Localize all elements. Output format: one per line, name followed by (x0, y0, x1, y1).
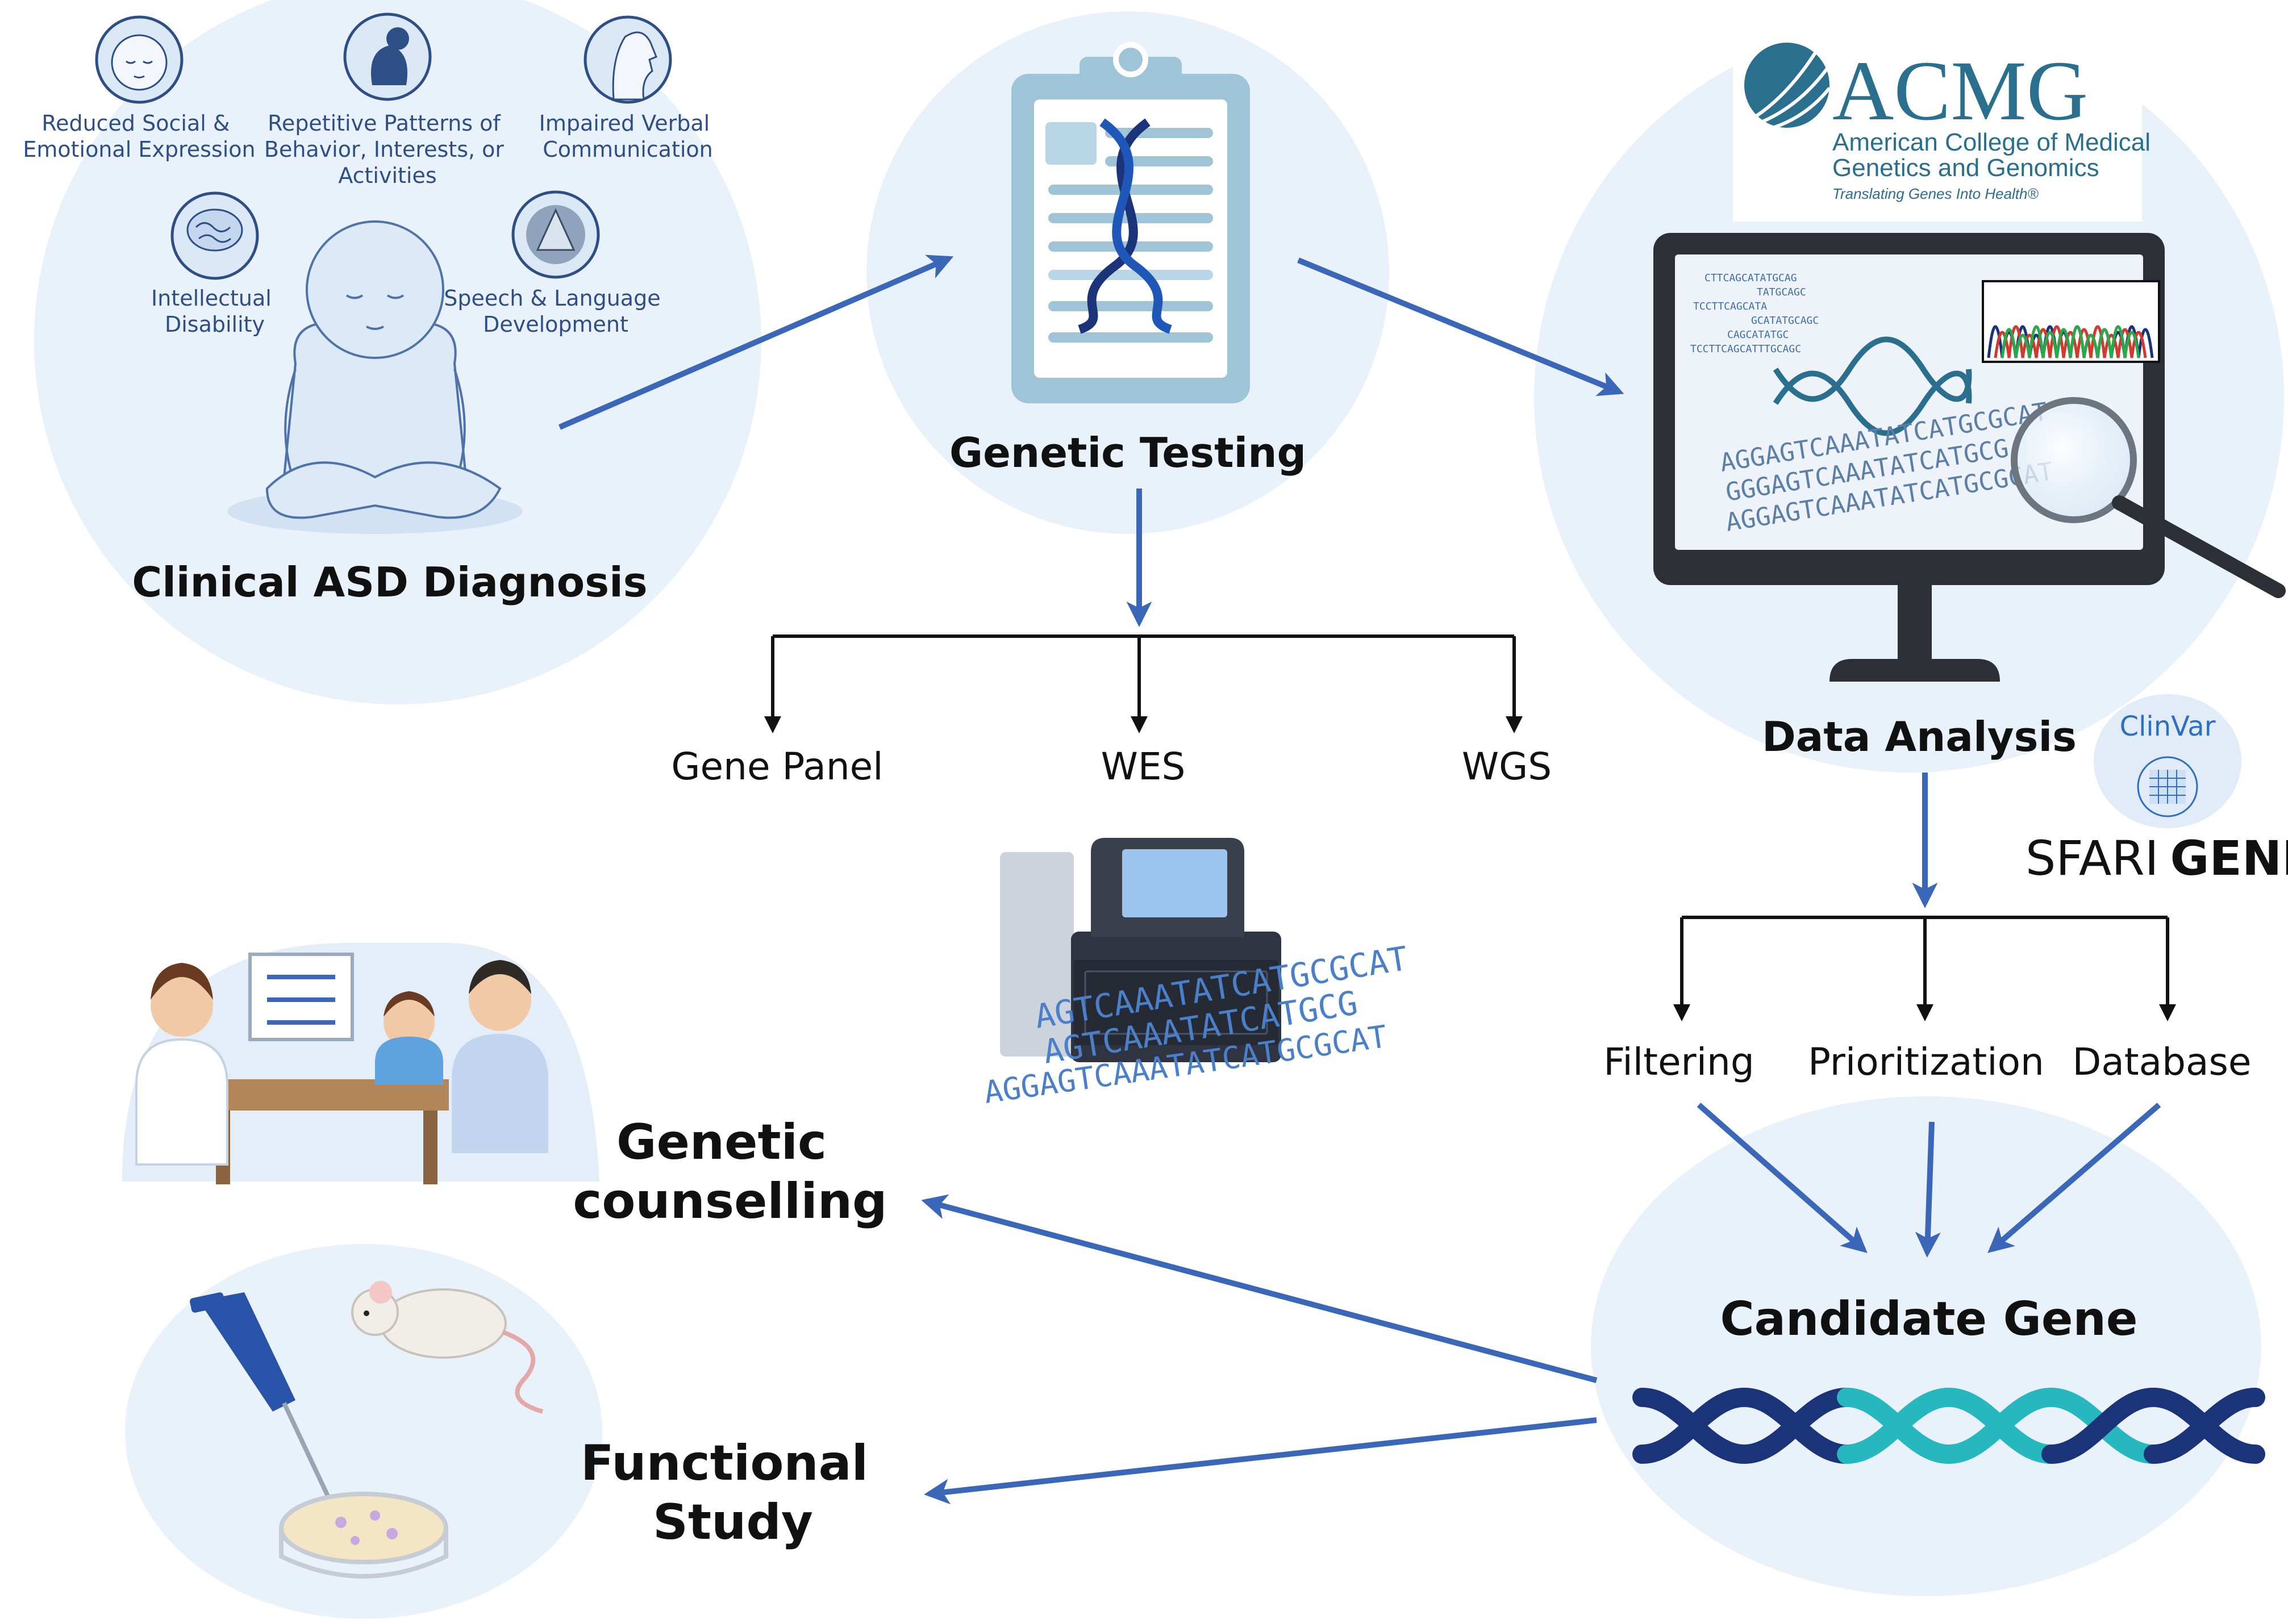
mouse-icon (351, 1281, 544, 1414)
sitting-baby-illustration (227, 220, 523, 534)
arrow-prioritization-to-candidate (1915, 1121, 1941, 1258)
analysis-section: ACMG American College of Medical Genetic… (1603, 23, 2288, 1084)
brain-icon (170, 191, 259, 280)
symptom-label: Intellectual Disability (151, 286, 278, 337)
candidate-section: Candidate Gene (1632, 1292, 2265, 1464)
child-avatar (384, 997, 435, 1048)
method-wgs: WGS (1462, 745, 1552, 788)
symptom-label: Repetitive Patterns of Behavior, Interes… (264, 111, 511, 188)
clipboard-dna-icon (1011, 42, 1250, 403)
method-gene-panel: Gene Panel (671, 745, 883, 788)
petri-dish-icon (279, 1492, 448, 1579)
acmg-full-name: Genetics and Genomics (1832, 154, 2099, 182)
chromatogram-panel (1982, 280, 2160, 363)
acmg-logo: ACMG American College of Medical Genetic… (1733, 23, 2151, 222)
clinvar-grid-icon (2137, 756, 2198, 817)
arrow-candidate-to-counselling (921, 1194, 1598, 1383)
parent-avatar (469, 968, 531, 1031)
sfari-label: SFARIGENE (2026, 830, 2288, 886)
candidate-circle (1591, 1096, 2261, 1596)
functional-title: Functional Study (581, 1435, 885, 1551)
screen-sequence: TCCTTCAGCATTTGCAGC (1690, 343, 1801, 355)
larynx-icon (511, 190, 600, 279)
screen-sequence: GCATATGCAGC (1751, 315, 1819, 327)
screen-helix-icon (1773, 336, 1972, 436)
analysis-step-tree (1673, 916, 2176, 1021)
testing-section: Genetic Testing Gene Panel WES WGS AGTCA… (671, 42, 1552, 1111)
screen-sequence: CTTCAGCATATGCAG (1704, 272, 1797, 284)
flow-arrows (559, 254, 2161, 1505)
acmg-full-name: American College of Medical (1832, 128, 2151, 156)
diagnosis-title: Clinical ASD Diagnosis (132, 558, 647, 606)
head-profile-icon (584, 15, 672, 104)
diagnosis-section: Reduced Social & Emotional Expression Re… (23, 12, 717, 606)
step-database: Database (2073, 1040, 2252, 1084)
functional-section: Functional Study (190, 1281, 885, 1579)
sequencer-machine-icon (1000, 838, 1281, 1062)
candidate-title: Candidate Gene (1720, 1292, 2138, 1346)
screen-sequence: TATGCAGC (1757, 286, 1806, 298)
clinvar-label: ClinVar (2120, 711, 2216, 742)
arrow-testing-to-analysis (1297, 257, 1624, 396)
candidate-helix-icon (1632, 1387, 2265, 1464)
analysis-title: Data Analysis (1762, 713, 2077, 761)
symptom-label: Reduced Social & Emotional Expression (23, 111, 255, 162)
screen-content: CTTCAGCATATGCAG TATGCAGC TCCTTCAGCATA GC… (1690, 272, 1819, 355)
testing-title: Genetic Testing (949, 429, 1306, 477)
symptom-label: Impaired Verbal Communication (539, 111, 717, 162)
screen-sequence: TCCTTCAGCATA (1693, 300, 1767, 312)
infant-face-icon (95, 15, 184, 104)
doctor-avatar (151, 974, 213, 1037)
pipette-icon (190, 1292, 332, 1501)
arrow-diagnosis-to-testing (559, 254, 954, 430)
method-wes: WES (1101, 745, 1186, 788)
counselling-section: Genetic counselling (122, 943, 887, 1230)
screen-big-sequence: AGGAGTCAAATATCATGCGCAT GGGAGTCAAATATCATG… (1718, 397, 2056, 537)
magnifier-icon (2011, 397, 2286, 598)
clinvar-circle (2094, 694, 2241, 828)
arrow-database-to-candidate (1987, 1103, 2161, 1253)
arrow-candidate-to-functional (924, 1417, 1597, 1505)
acmg-tagline: Translating Genes Into Health® (1832, 185, 2039, 202)
arrow-filtering-to-candidate (1697, 1103, 1868, 1253)
acmg-name: ACMG (1832, 44, 2088, 138)
method-tree (764, 634, 1523, 733)
screen-sequence: CAGCATATGC (1727, 329, 1789, 341)
symptom-label: Speech & Language Development (444, 286, 667, 337)
counselling-scene-illustration (122, 943, 599, 1184)
step-filtering: Filtering (1603, 1040, 1754, 1084)
curled-child-icon (343, 12, 432, 101)
step-prioritization: Prioritization (1808, 1040, 2044, 1084)
counselling-title: Genetic counselling (573, 1114, 887, 1230)
